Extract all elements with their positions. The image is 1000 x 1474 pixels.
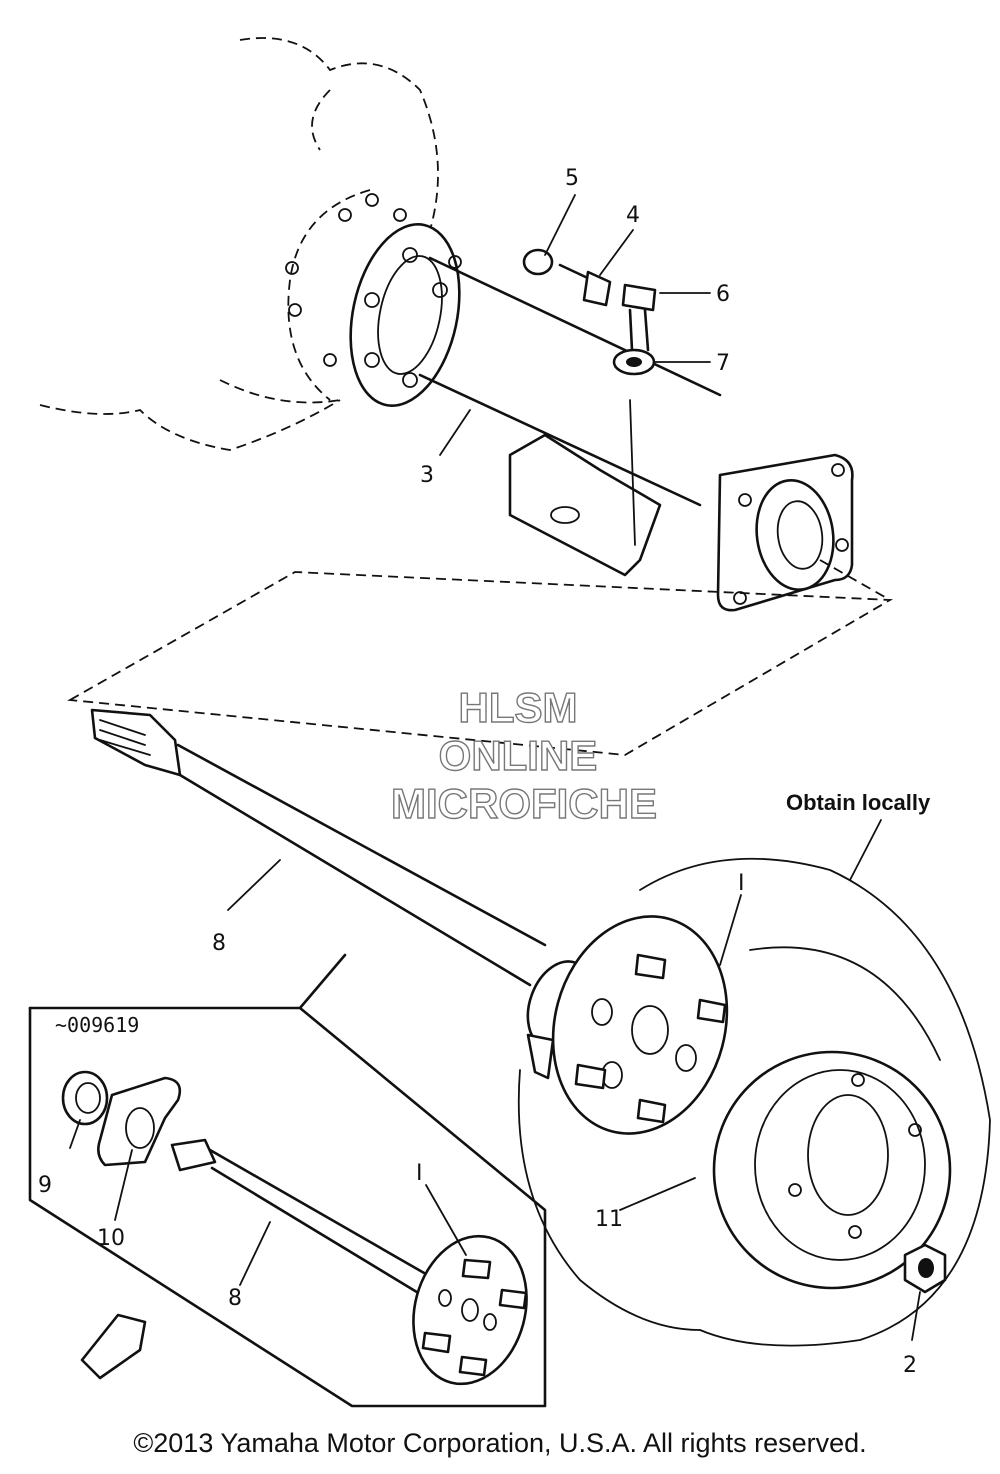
callout-1-inset: I [416,1161,423,1186]
leader-lines [69,194,921,1341]
callout-9: 9 [38,1173,52,1198]
watermark-line-3: MICROFICHE [391,780,657,827]
callout-8-inset: 8 [228,1286,242,1311]
callout-8: 8 [212,931,226,956]
watermark-line-2: ONLINE [439,732,598,779]
rear-axle-shaft [90,708,729,1135]
copyright-notice: ©2013 Yamaha Motor Corporation, U.S.A. A… [133,1428,867,1458]
callout-1-main: I [738,871,745,896]
serial-range-label: ~009619 [55,1013,139,1037]
wheel-tire [517,857,991,1347]
watermark-line-1: HLSM [459,684,578,731]
frame-outline [39,37,439,451]
wheel-nut [903,1243,947,1294]
axle-housing [349,223,854,612]
box-icon [80,1313,147,1380]
callout-4: 4 [626,203,640,228]
callout-3: 3 [420,463,434,488]
callout-7: 7 [716,351,730,376]
obtain-locally-note: Obtain locally [786,790,931,815]
watermark: HLSM ONLINE MICROFICHE [390,683,657,827]
callout-11: 11 [595,1207,623,1232]
callout-2: 2 [903,1353,917,1378]
callout-10: 10 [97,1226,125,1251]
fasteners [522,248,657,376]
inset-panel [28,953,547,1408]
callout-6: 6 [716,282,730,307]
callout-5: 5 [565,166,579,191]
